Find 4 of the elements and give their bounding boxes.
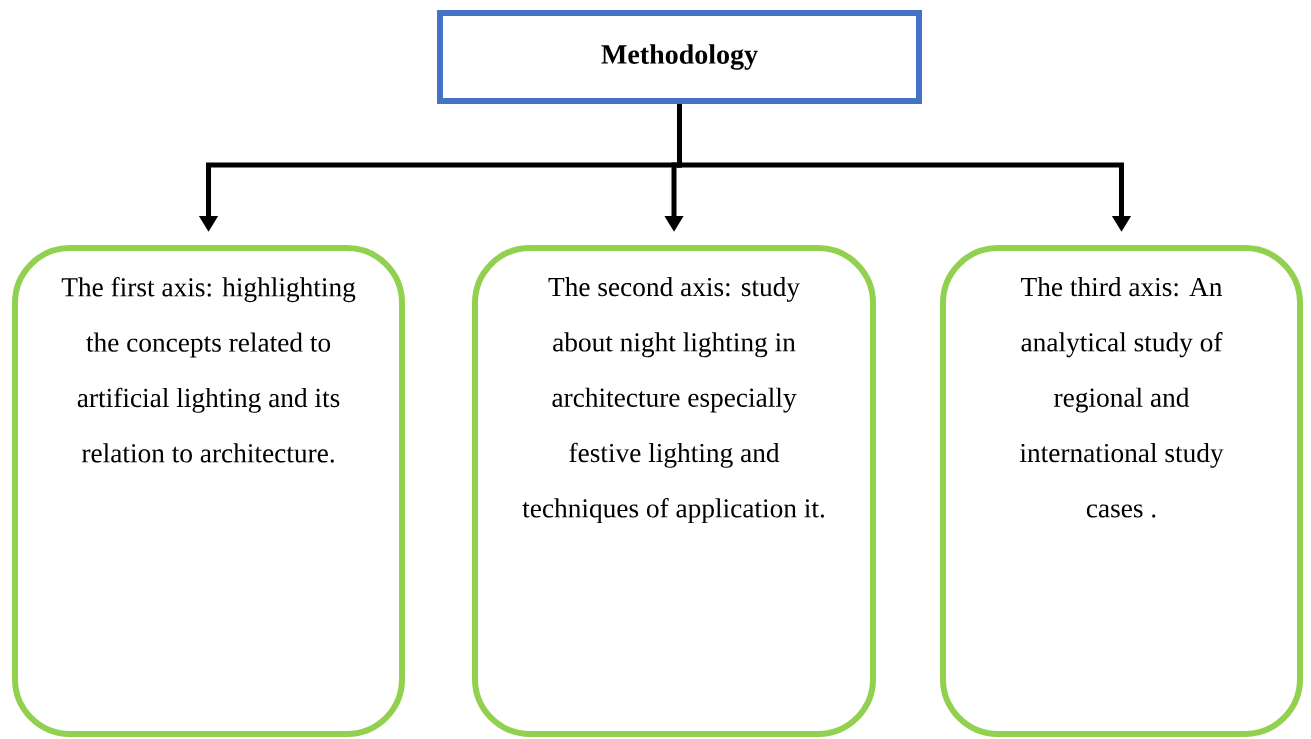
- title-box: Methodology: [437, 10, 922, 104]
- rounded-box: The second axis: study about night lighting in architecture especially festive lighting and techniques of application it.: [472, 245, 876, 737]
- rounded-box: The first axis: highlighting the concepts related to artificial lighting and its relation to architecture.: [12, 245, 405, 737]
- rounded-box: The third axis: An analytical study of regional and international study cases .: [940, 245, 1303, 737]
